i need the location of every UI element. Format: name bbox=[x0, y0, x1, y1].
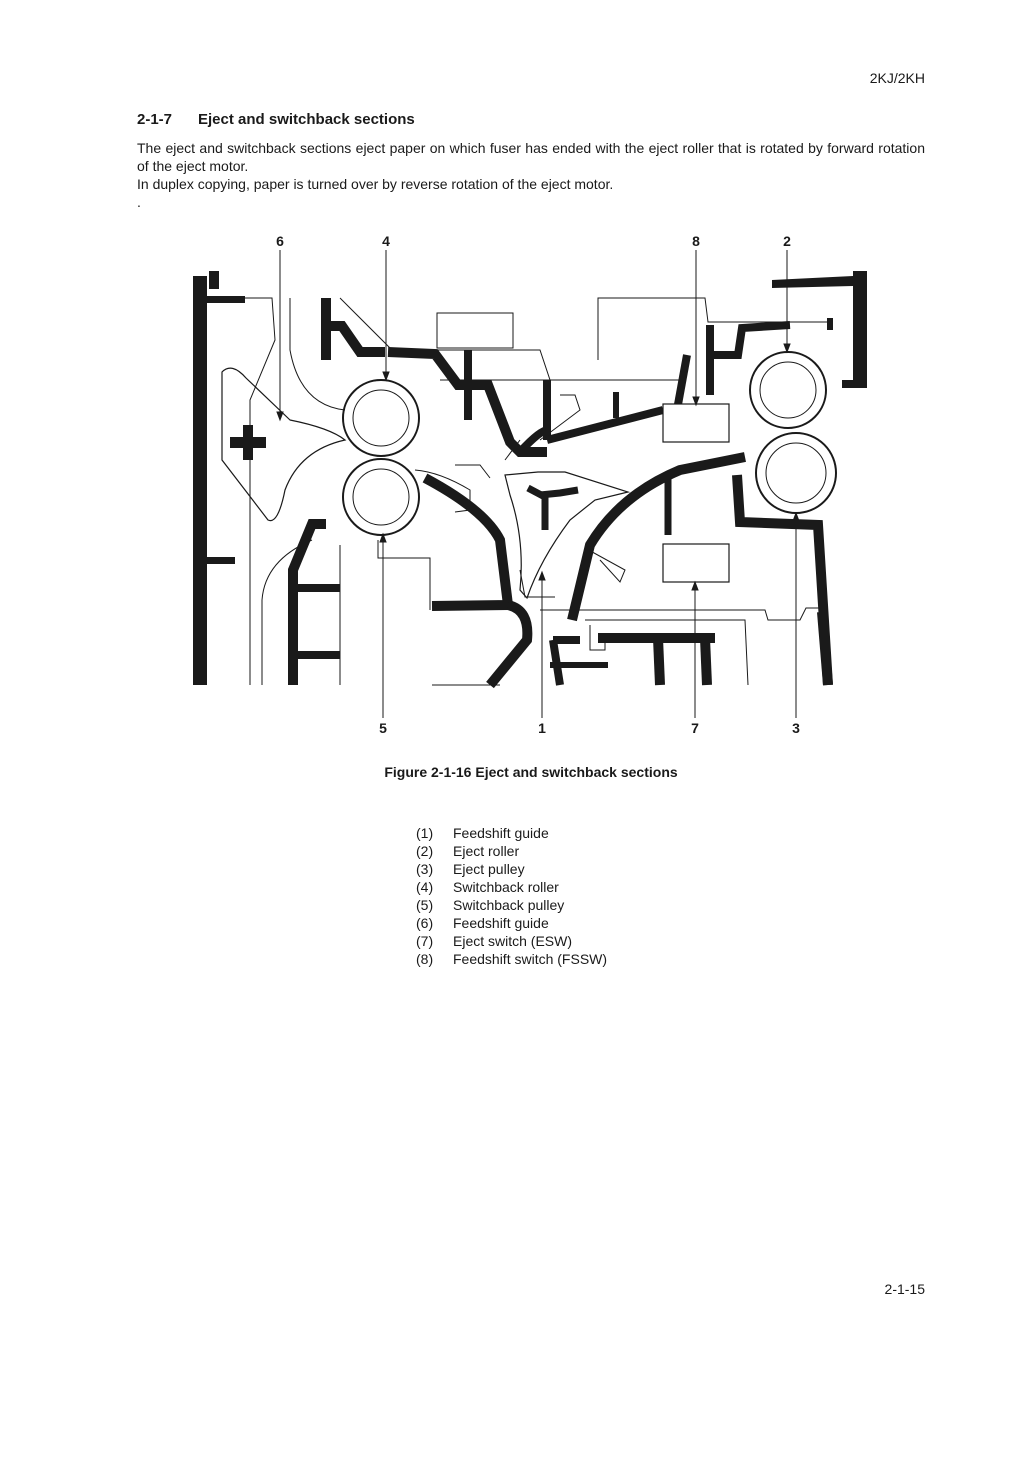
eject-switch-esw bbox=[662, 543, 730, 583]
callout-1: 1 bbox=[538, 720, 546, 736]
body-paragraph-3: . bbox=[137, 194, 141, 210]
callout-3: 3 bbox=[792, 720, 800, 736]
legend-item: (1)Feedshift guide bbox=[416, 825, 549, 841]
body-text: The eject and switchback sections eject … bbox=[137, 139, 925, 211]
leader-lines bbox=[276, 250, 800, 718]
figure-caption: Figure 2-1-16 Eject and switchback secti… bbox=[384, 764, 678, 780]
callout-5: 5 bbox=[379, 720, 387, 736]
legend-item: (5)Switchback pulley bbox=[416, 897, 565, 913]
eject-pulley bbox=[755, 432, 837, 514]
section-number: 2-1-7 bbox=[137, 111, 173, 128]
callout-8: 8 bbox=[692, 233, 700, 249]
legend-item: (4)Switchback roller bbox=[416, 879, 559, 895]
body-paragraph-2: In duplex copying, paper is turned over … bbox=[137, 176, 614, 192]
parts-legend: (1)Feedshift guide (2)Eject roller (3)Ej… bbox=[416, 824, 607, 968]
callout-7: 7 bbox=[691, 720, 699, 736]
document-code: 2KJ/2KH bbox=[869, 70, 925, 86]
section-heading: 2-1-7 Eject and switchback sections bbox=[137, 111, 415, 128]
feedshift-guide-upper bbox=[221, 367, 347, 522]
legend-item: (2)Eject roller bbox=[416, 843, 520, 859]
feedshift-guide-lower bbox=[504, 471, 631, 600]
callout-4: 4 bbox=[382, 233, 390, 249]
diagram-drawing bbox=[193, 250, 867, 718]
body-paragraph-1: The eject and switchback sections eject … bbox=[137, 140, 925, 174]
guide-frame bbox=[193, 271, 867, 685]
callout-2: 2 bbox=[783, 233, 791, 249]
eject-roller bbox=[749, 351, 827, 429]
switchback-pulley bbox=[342, 458, 420, 536]
callout-6: 6 bbox=[276, 233, 284, 249]
feedshift-switch-fssw bbox=[662, 403, 730, 443]
legend-item: (3)Eject pulley bbox=[416, 861, 525, 877]
switchback-roller bbox=[342, 379, 420, 457]
page-number: 2-1-15 bbox=[884, 1281, 925, 1297]
eject-switchback-diagram: 6 4 8 2 5 1 7 3 bbox=[193, 233, 867, 736]
paper-guides bbox=[288, 298, 833, 689]
rollers bbox=[342, 351, 837, 536]
legend-item: (6)Feedshift guide bbox=[416, 915, 549, 931]
section-title: Eject and switchback sections bbox=[198, 111, 415, 128]
legend-item: (8)Feedshift switch (FSSW) bbox=[416, 951, 608, 967]
legend-item: (7)Eject switch (ESW) bbox=[416, 933, 573, 949]
